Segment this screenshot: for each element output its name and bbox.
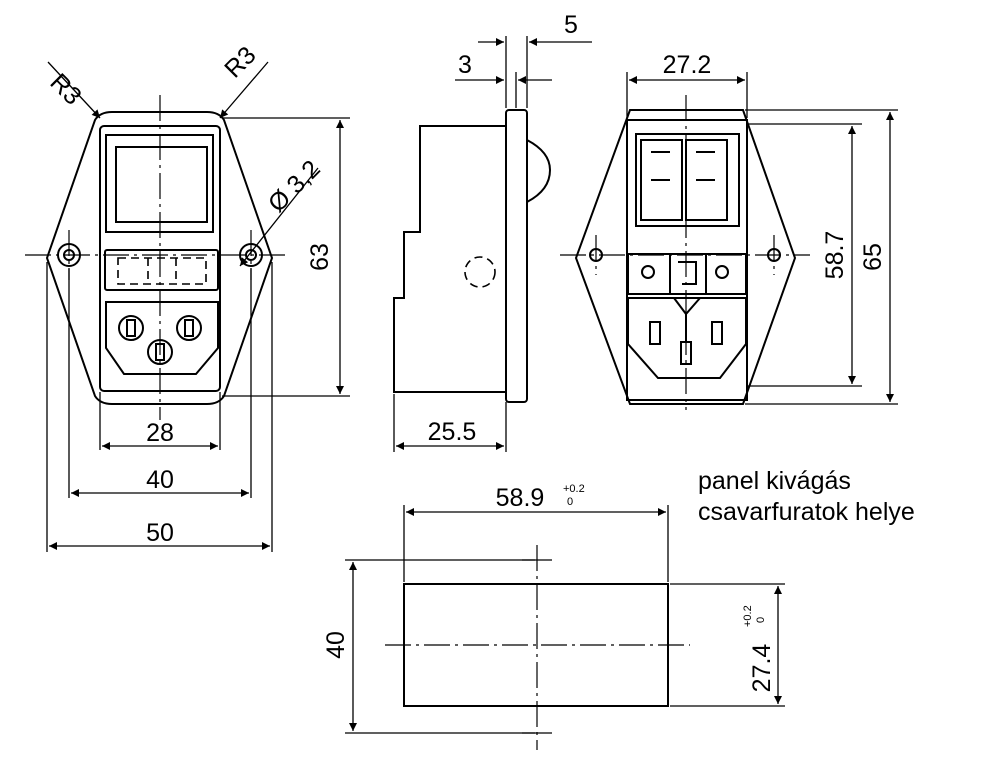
rear-view (560, 72, 898, 410)
dim-hole-diameter: Ø 3,2 (263, 155, 326, 218)
dim-rear-27-2: 27.2 (663, 51, 712, 79)
dim-depth-25-5: 25.5 (428, 418, 477, 446)
note-panel-cutout: panel kivágás (698, 467, 851, 495)
dim-cutout-width-tol-lower: 0 (567, 496, 573, 508)
dim-height-63: 63 (306, 243, 334, 271)
side-view (393, 36, 592, 452)
dim-cutout-height: 27.4 (748, 644, 776, 693)
dim-cutout-width: 58.9 (496, 484, 545, 512)
dim-cutout-width-tol-upper: +0.2 (563, 483, 585, 495)
dim-side-5: 5 (564, 11, 578, 39)
dim-rear-58-7: 58.7 (821, 231, 849, 280)
dim-cutout-height-tol-lower: 0 (755, 617, 767, 623)
panel-cutout-view (345, 505, 785, 750)
dim-width-50: 50 (146, 519, 174, 547)
dim-rear-65: 65 (859, 243, 887, 271)
dim-side-3: 3 (458, 51, 472, 79)
note-screw-holes: csavarfuratok helye (698, 498, 915, 526)
front-view (25, 61, 350, 552)
dim-r3-left: R3 (44, 68, 86, 110)
dim-cutout-height-tol-upper: +0.2 (742, 605, 754, 627)
dim-width-28: 28 (146, 419, 174, 447)
dim-width-40: 40 (146, 466, 174, 494)
dim-screw-spacing-40: 40 (322, 631, 350, 659)
